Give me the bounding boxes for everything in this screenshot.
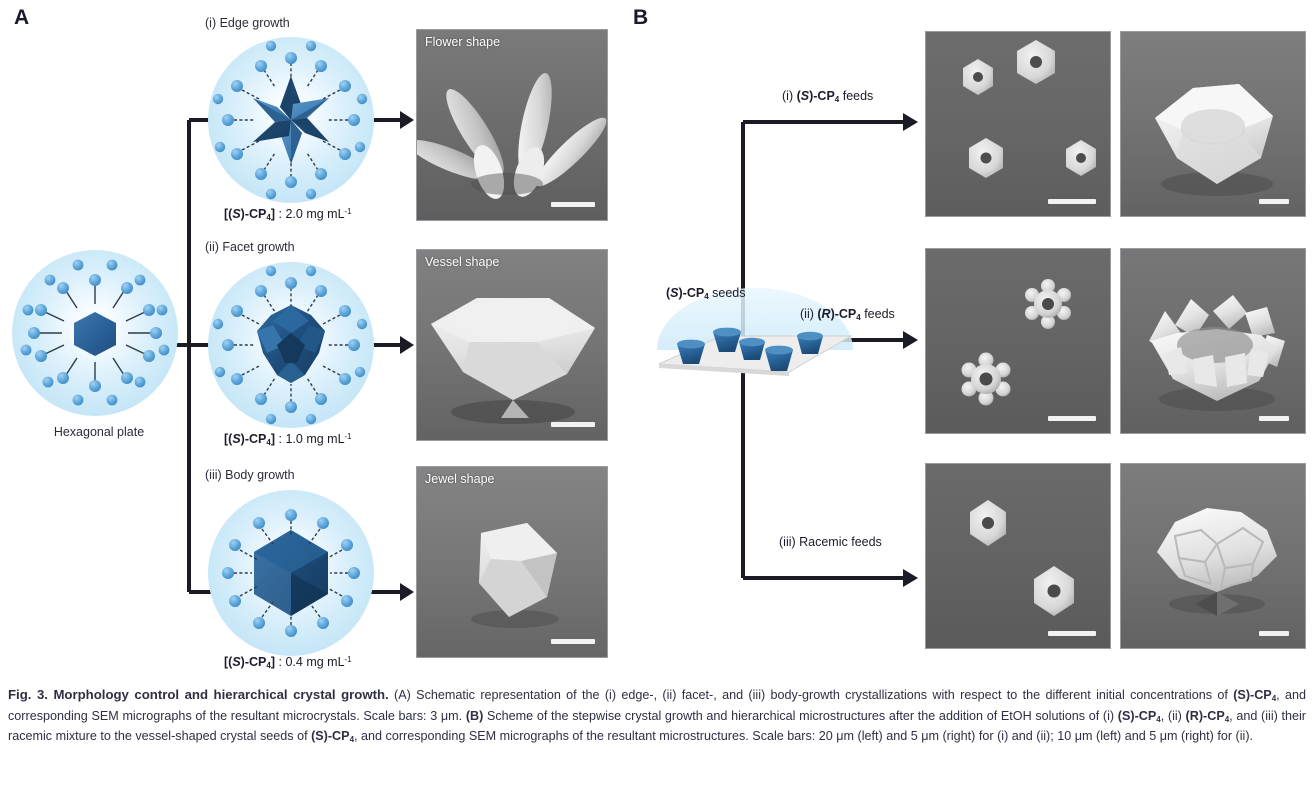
seeds-label-open: ( [666,286,671,300]
seeds-label-mid: )-CP [678,286,705,300]
hexagonal-plate-label: Hexagonal plate [53,425,145,439]
scale-bar-b-i-right [1259,199,1289,204]
body-growth-sphere [208,490,374,656]
route-title-body-growth: (iii) Body growth [205,468,295,482]
route-title-facet-growth: (ii) Facet growth [205,240,295,254]
route-sub-ii: 4 [856,313,861,322]
concentration-exp-3: -1 [344,655,352,664]
concentration-unit-2: mg mL [306,432,345,446]
species-s-2: S [232,432,241,446]
scale-bar-jewel [551,639,595,644]
caption-a-text-1: (A) Schematic representation of the (i) … [388,688,1234,702]
facet-growth-sphere [208,262,374,428]
caption-species-4: (S)-CP4 [311,729,355,745]
figure-caption: Fig. 3. Morphology control and hierarchi… [8,686,1306,749]
sem-label-flower: Flower shape [425,35,501,49]
sem-b-ii-right [1120,248,1306,434]
sem-label-vessel: Vessel shape [425,255,500,269]
route-index-i: (i) [782,89,797,103]
caption-species-3: (R)-CP4 [1185,708,1230,724]
concentration-unit-3: mg mL [306,655,345,669]
concentration-label-body: [(S)-CP4] : 0.4 mg mL-1 [224,655,352,670]
sem-b-ii-left [925,248,1111,434]
sem-flower-shape: Flower shape [416,29,608,221]
route-mid-ii: )-CP [830,307,857,321]
seeds-label-sub: 4 [704,292,709,301]
panel-letter-b: B [633,6,649,29]
caption-b-text-2: , (ii) [1160,708,1186,723]
concentration-value-edge: 2.0 [285,207,303,221]
species-sub-3: 4 [266,661,271,670]
concentration-unit-1: mg mL [306,207,345,221]
species-s-3: S [232,655,241,669]
scale-bar-b-ii-right [1259,416,1289,421]
caption-b-text-1: Scheme of the stepwise crystal growth an… [483,708,1118,723]
concentration-exp-1: -1 [344,207,352,216]
route-paren-i: ( [796,89,801,103]
species-sub-1: 4 [266,213,271,222]
route-label-s-feeds: (i) (S)-CP4 feeds [782,89,873,104]
edge-growth-sphere [208,37,374,203]
hexagonal-plate-sphere [12,250,178,416]
species-s-1: S [232,207,241,221]
seeds-illustration [655,272,855,382]
sem-b-iii-left [925,463,1111,649]
route-title-edge-growth: (i) Edge growth [205,16,290,30]
scale-bar-b-iii-left [1048,631,1096,636]
concentration-value-body: 0.4 [285,655,303,669]
concentration-label-edge: [(S)-CP4] : 2.0 mg mL-1 [224,207,352,222]
caption-b-marker: (B) [465,708,484,723]
sem-label-jewel: Jewel shape [425,472,495,486]
scale-bar-b-ii-left [1048,416,1096,421]
route-post-ii: feeds [860,307,895,321]
sem-jewel-shape: Jewel shape [416,466,608,658]
seeds-label-italic: S [670,286,679,300]
route-index-ii: (ii) [800,307,818,321]
caption-b-text-4: , and corresponding SEM micrographs of t… [354,729,1254,744]
scale-bar-b-iii-right [1259,631,1289,636]
caption-species-1: (S)-CP4 [1233,688,1277,703]
seeds-label-post: seeds [708,286,746,300]
concentration-label-facet: [(S)-CP4] : 1.0 mg mL-1 [224,432,352,447]
caption-species-2: (S)-CP4 [1117,708,1161,724]
seeds-label: (S)-CP4 seeds [666,286,746,301]
route-sub-i: 4 [834,95,840,104]
species-sub-2: 4 [266,438,271,447]
caption-a-text-2: , and corresponding SEM micrographs of t… [8,688,1307,723]
route-label-racemic-feeds: (iii) Racemic feeds [779,535,882,549]
scale-bar-b-i-left [1048,199,1096,204]
route-post-i: feeds [839,89,874,103]
caption-heading: Fig. 3. Morphology control and hierarchi… [8,687,389,702]
route-italic-s: S [800,89,810,103]
concentration-exp-2: -1 [344,432,352,441]
sem-b-iii-right [1120,463,1306,649]
scale-bar-flower [551,202,595,207]
route-italic-r: R [821,307,831,321]
sem-vessel-shape: Vessel shape [416,249,608,441]
scale-bar-vessel [551,422,595,427]
route-mid-i: )-CP [809,89,835,103]
sem-b-i-left [925,31,1111,217]
sem-b-i-right [1120,31,1306,217]
caption-b-text-3: , and (iii) their racemic mixture to the… [8,708,1306,744]
route-label-r-feeds: (ii) (R)-CP4 feeds [800,307,895,322]
route-paren-ii: ( [817,307,822,321]
panel-letter-a: A [14,6,30,29]
concentration-value-facet: 1.0 [285,432,303,446]
